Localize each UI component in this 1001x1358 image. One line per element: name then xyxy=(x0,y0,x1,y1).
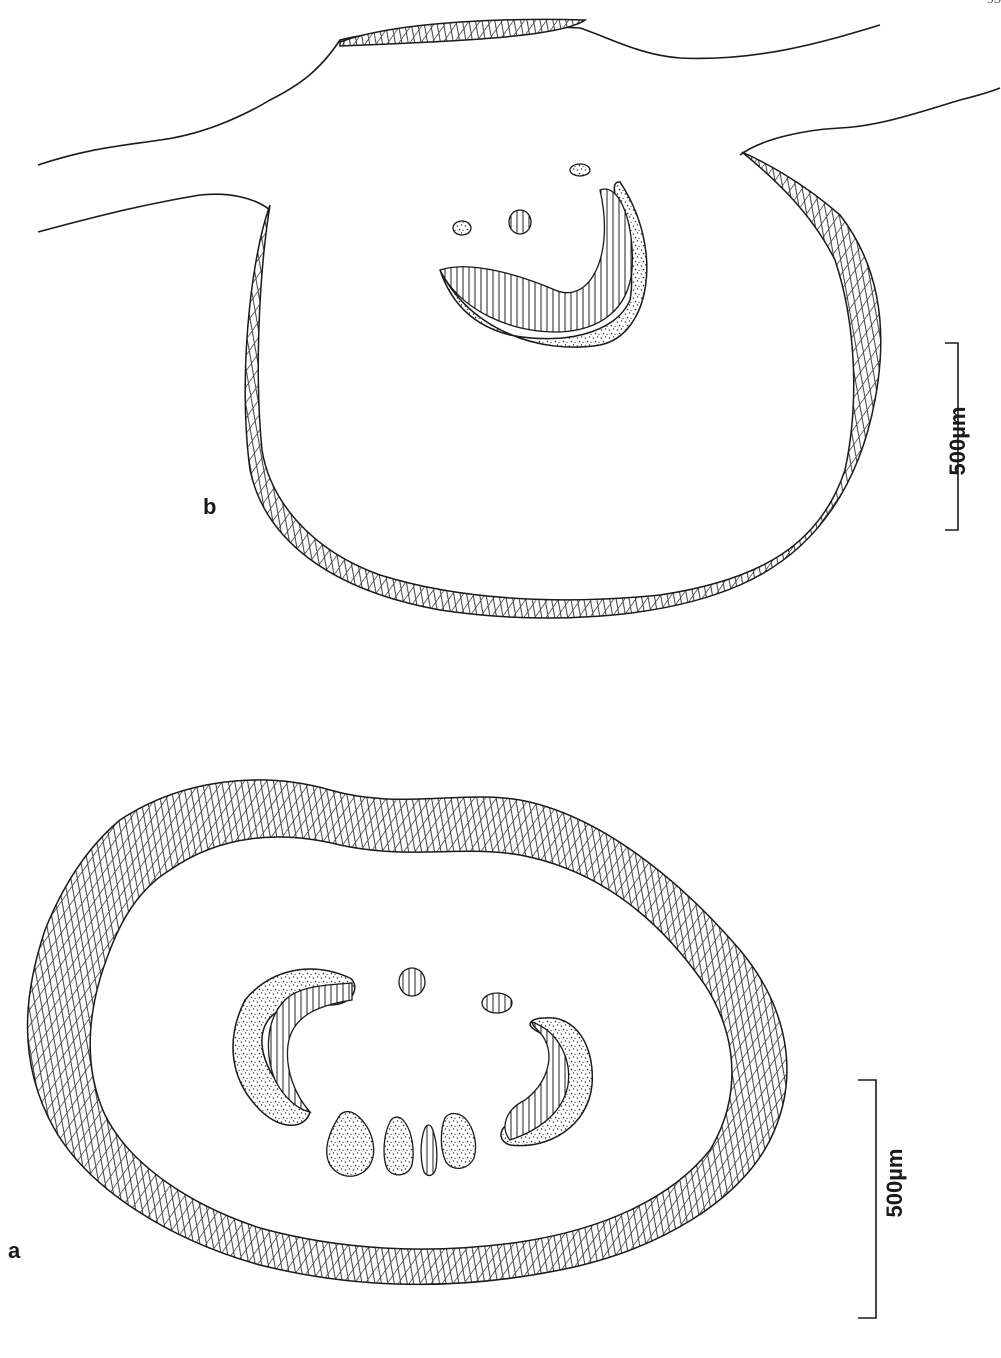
panel-a-scale-label: 500µm xyxy=(882,1138,908,1228)
panel-b-top-cortex xyxy=(340,19,585,46)
panel-a-scale-bar xyxy=(858,1080,876,1318)
panel-b-small-bundle-1 xyxy=(453,221,471,235)
panel-b-label: b xyxy=(203,494,216,520)
panel-b-upper-branch-outline xyxy=(38,25,880,165)
panel-a-label: a xyxy=(8,1238,20,1264)
panel-a-cortex-ring xyxy=(28,780,787,1284)
panel-a-top-bundle-2 xyxy=(482,993,512,1013)
panel-a xyxy=(28,780,877,1318)
panel-b-scale-label: 500µm xyxy=(945,401,971,481)
page-number: 93 xyxy=(987,0,1001,8)
panel-a-lower-bundle-1 xyxy=(327,1112,374,1177)
panel-b-small-bundle-2 xyxy=(509,210,531,234)
panel-a-lower-bundle-4 xyxy=(441,1114,475,1169)
panel-a-lower-bundle-3 xyxy=(421,1125,437,1175)
panel-b-right-branch-outline xyxy=(740,88,1000,155)
panel-b-body-cortex xyxy=(245,152,881,618)
panel-a-top-bundle-1 xyxy=(399,968,425,996)
panel-b-lower-branch-outline xyxy=(38,194,270,232)
panel-a-lower-bundle-2 xyxy=(384,1117,413,1175)
panel-b-small-bundle-3 xyxy=(570,164,590,176)
panel-b xyxy=(38,19,1000,618)
